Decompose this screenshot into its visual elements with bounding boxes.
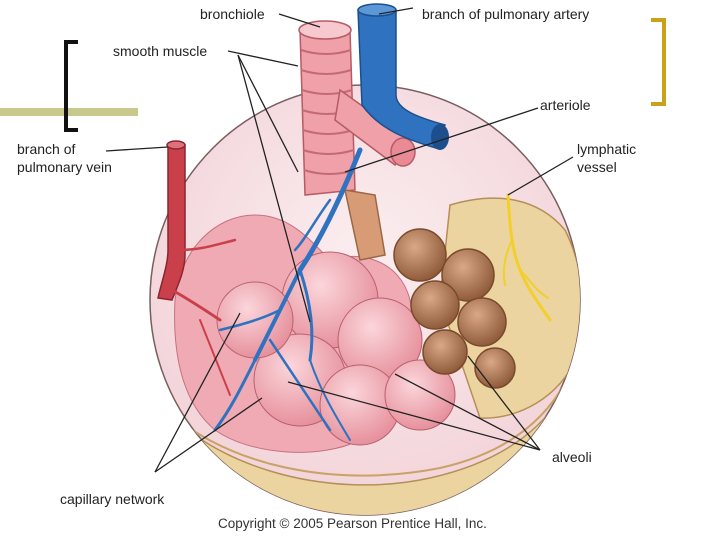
pulmonary-vein xyxy=(157,140,237,396)
label-arteriole: arteriole xyxy=(540,97,591,113)
label-lymphatic-line1: lymphatic xyxy=(577,141,637,157)
label-bronchiole: bronchiole xyxy=(200,6,265,22)
pulmonary-artery xyxy=(213,3,449,441)
lymphatic-vessel xyxy=(502,193,552,322)
right-bracket xyxy=(651,18,666,106)
label-branch-of-pulmonary-vein-line2: pulmonary vein xyxy=(17,159,112,175)
olive-accent-bar xyxy=(0,108,138,116)
label-branch-of-pulmonary-artery: branch of pulmonary artery xyxy=(422,6,590,22)
label-alveoli: alveoli xyxy=(552,449,592,465)
label-capillary-network: capillary network xyxy=(60,491,165,507)
sphere-contents xyxy=(150,197,580,515)
copyright-text: Copyright © 2005 Pearson Prentice Hall, … xyxy=(218,516,487,531)
label-branch-of-pulmonary-vein-line1: branch of xyxy=(17,141,76,157)
label-smooth-muscle: smooth muscle xyxy=(113,43,208,59)
left-bracket xyxy=(64,40,78,132)
label-lymphatic-line2: vessel xyxy=(577,159,617,175)
bronchiole-tube xyxy=(298,20,416,261)
leader-lines xyxy=(105,7,574,473)
